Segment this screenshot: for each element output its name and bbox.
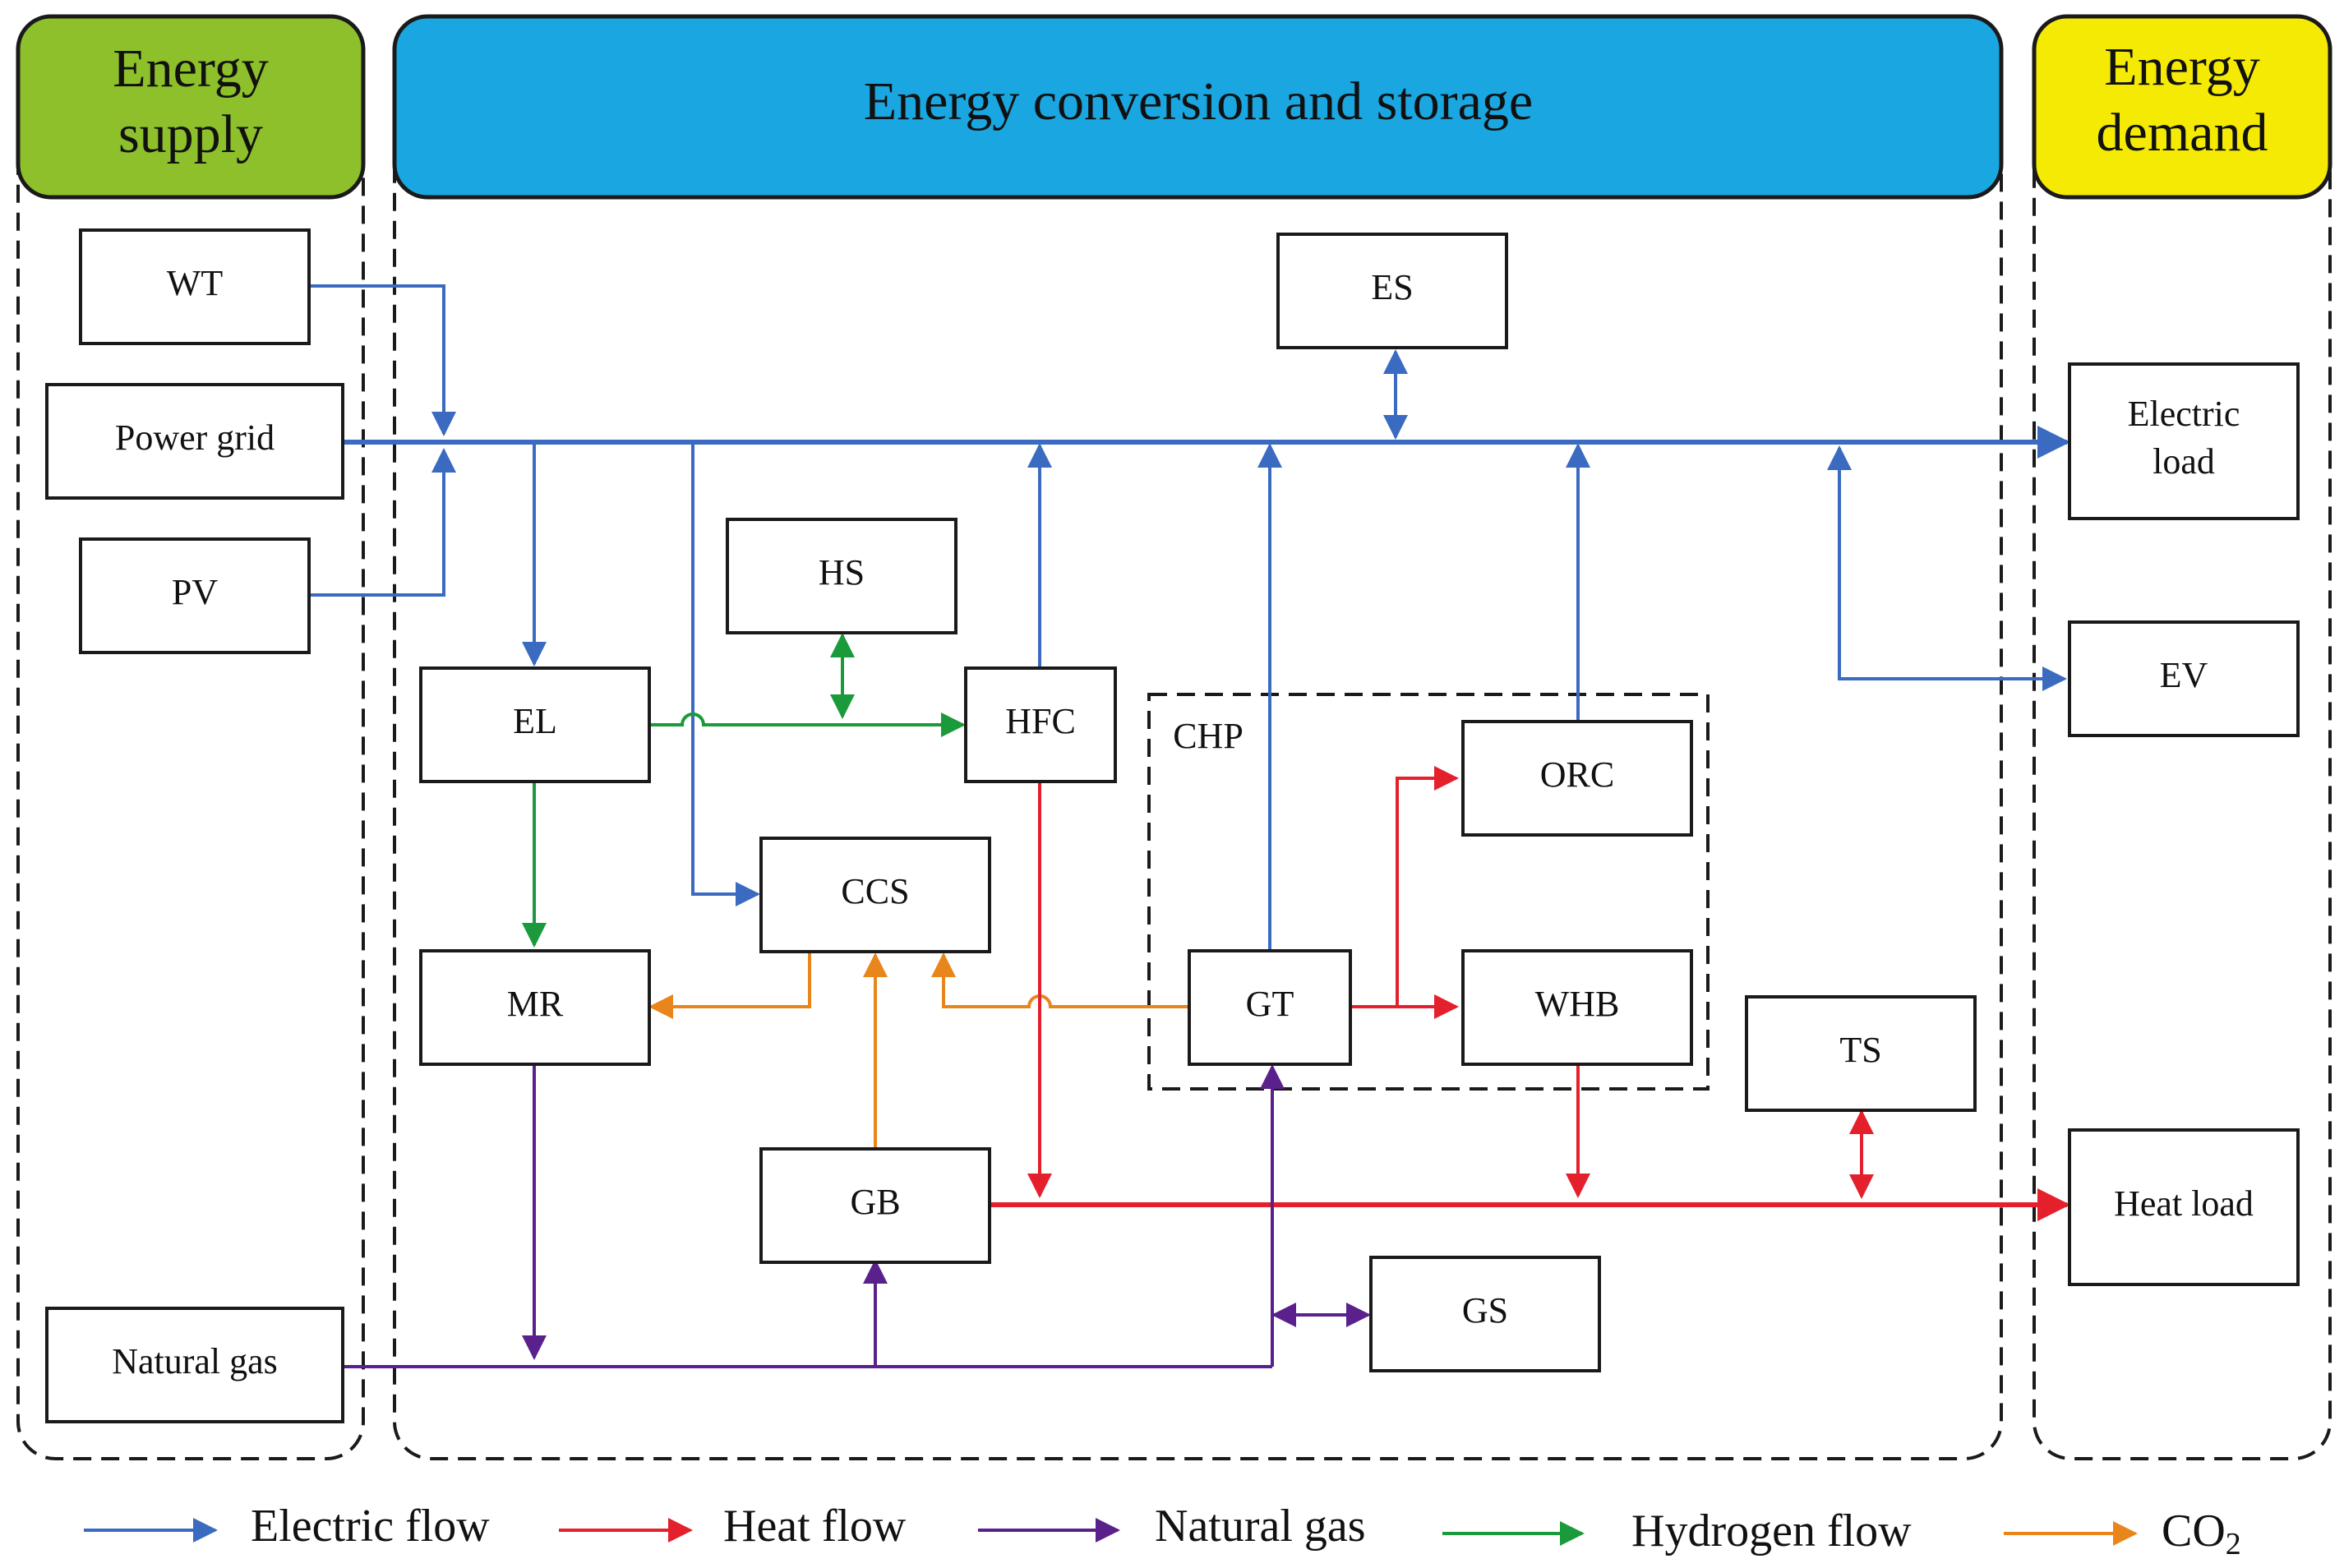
bus-to-ccs-line: [691, 442, 760, 906]
gb-box: [759, 1147, 991, 1264]
gt-to-ccs-co2-line: [931, 952, 1188, 1008]
wt-label: WT: [167, 263, 224, 303]
heat-load-label: Heat load: [2114, 1183, 2254, 1224]
orc-box: [1461, 720, 1693, 837]
gt-box: [1188, 949, 1352, 1066]
whb-label: WHB: [1535, 984, 1620, 1024]
pv-box: [79, 537, 311, 654]
supply-header-line2: supply: [118, 104, 263, 164]
legend-electric-label: Electric flow: [251, 1501, 490, 1552]
conversion-header-title: Energy conversion and storage: [864, 71, 1533, 131]
el-label: EL: [513, 701, 557, 741]
natural-gas-label: Natural gas: [112, 1341, 278, 1381]
gs-box: [1369, 1256, 1601, 1372]
legend-co2-main: CO: [2162, 1506, 2226, 1556]
supply-header-line1: Energy: [113, 39, 268, 99]
electric-load-box: [2068, 362, 2300, 520]
mr-label: MR: [507, 984, 564, 1024]
legend-co2-subscript: 2: [2226, 1527, 2241, 1561]
demand-header-line1: Energy: [2104, 37, 2259, 97]
mr-box: [419, 949, 651, 1066]
demand-header-line2: demand: [2097, 103, 2268, 163]
ccs-box: [759, 837, 991, 953]
legend-hydrogen-label: Hydrogen flow: [1631, 1506, 1912, 1556]
demand-header: [2032, 14, 2332, 200]
hfc-label: HFC: [1005, 701, 1076, 741]
supply-header: [16, 14, 366, 200]
gt-label: GT: [1246, 984, 1294, 1024]
gt-to-orc-heat-line: [1396, 766, 1459, 1007]
supply-section-frame: [16, 105, 365, 1460]
conversion-header: [392, 14, 2004, 200]
legend-heat-label: Heat flow: [723, 1501, 907, 1552]
ts-box: [1745, 995, 1977, 1112]
legend-gas-label: Natural gas: [1155, 1501, 1366, 1552]
hs-box: [726, 518, 957, 634]
legend: Electric flow Heat flow Natural gas Hydr…: [84, 1501, 2241, 1561]
ccs-label: CCS: [841, 871, 909, 911]
ev-box: [2068, 620, 2300, 737]
pv-to-bus-line: [308, 448, 456, 597]
chp-group-frame: [1147, 693, 1710, 1091]
el-to-hfc-line: [649, 713, 966, 737]
whb-box: [1461, 949, 1693, 1066]
power-grid-box: [45, 383, 344, 500]
chp-group-label: CHP: [1173, 716, 1244, 756]
ev-label: EV: [2160, 655, 2208, 695]
wt-to-bus-line: [308, 284, 456, 436]
electric-load-label-line2: load: [2153, 441, 2215, 482]
wt-box: [79, 228, 311, 345]
es-label: ES: [1371, 267, 1413, 307]
gs-label: GS: [1462, 1290, 1508, 1330]
electric-load-label-line1: Electric: [2128, 394, 2240, 434]
bus-ev-exchange-line: [1827, 445, 2067, 691]
hfc-box: [964, 666, 1117, 783]
el-box: [419, 666, 651, 783]
natural-gas-box: [45, 1307, 344, 1423]
ts-label: TS: [1839, 1030, 1881, 1070]
hs-label: HS: [819, 552, 865, 593]
orc-label: ORC: [1540, 754, 1614, 795]
gb-label: GB: [850, 1182, 900, 1222]
es-box: [1276, 233, 1508, 349]
ccs-to-mr-line: [648, 952, 811, 1019]
heat-load-box: [2068, 1128, 2300, 1286]
pv-label: PV: [172, 572, 218, 612]
legend-co2-label: CO2: [2162, 1506, 2241, 1561]
power-grid-label: Power grid: [115, 417, 275, 458]
